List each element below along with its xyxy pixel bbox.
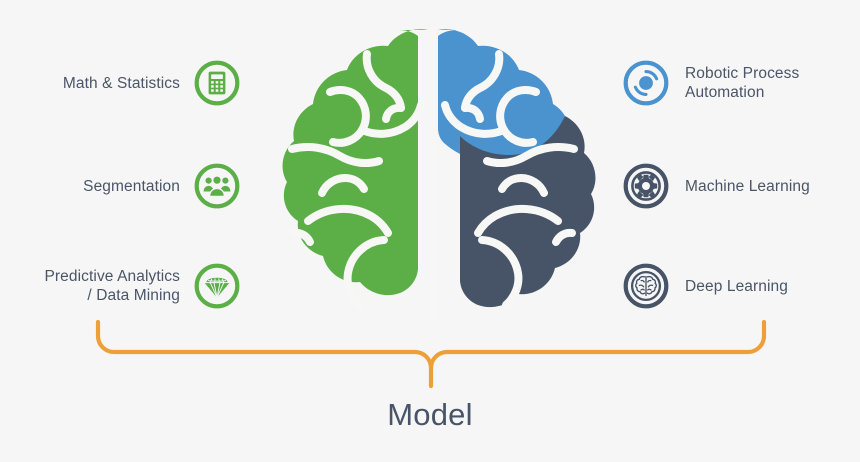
- curly-brace-down: [95, 320, 767, 390]
- brain-left-hemisphere: [282, 29, 428, 309]
- feature-label-deep-learning: Deep Learning: [685, 277, 788, 295]
- people-group-icon: [194, 163, 240, 209]
- feature-row-predictive-analytics: Predictive Analytics / Data Mining: [10, 259, 240, 313]
- gear-icon: [623, 163, 669, 209]
- automation-cycle-icon: [623, 60, 669, 106]
- feature-row-deep-learning: Deep Learning: [623, 259, 850, 313]
- feature-label-machine-learning: Machine Learning: [685, 177, 810, 195]
- brain-illustration: [268, 18, 598, 328]
- feature-label-robotic-process-automation: Robotic Process Automation: [685, 65, 800, 101]
- diamond-gem-icon: [194, 263, 240, 309]
- feature-label-predictive-analytics: Predictive Analytics / Data Mining: [44, 268, 180, 304]
- calculator-icon: [194, 60, 240, 106]
- feature-label-math-statistics: Math & Statistics: [62, 74, 180, 92]
- brain-right-upper: [438, 29, 565, 163]
- feature-row-machine-learning: Machine Learning: [623, 159, 850, 213]
- feature-label-segmentation: Segmentation: [83, 177, 180, 195]
- brain-right-lower: [460, 116, 596, 309]
- page-title: Model: [387, 397, 473, 432]
- feature-row-math-statistics: Math & Statistics: [10, 56, 240, 110]
- feature-row-segmentation: Segmentation: [10, 159, 240, 213]
- feature-row-robotic-process-automation: Robotic Process Automation: [623, 56, 850, 110]
- brain-icon: [623, 263, 669, 309]
